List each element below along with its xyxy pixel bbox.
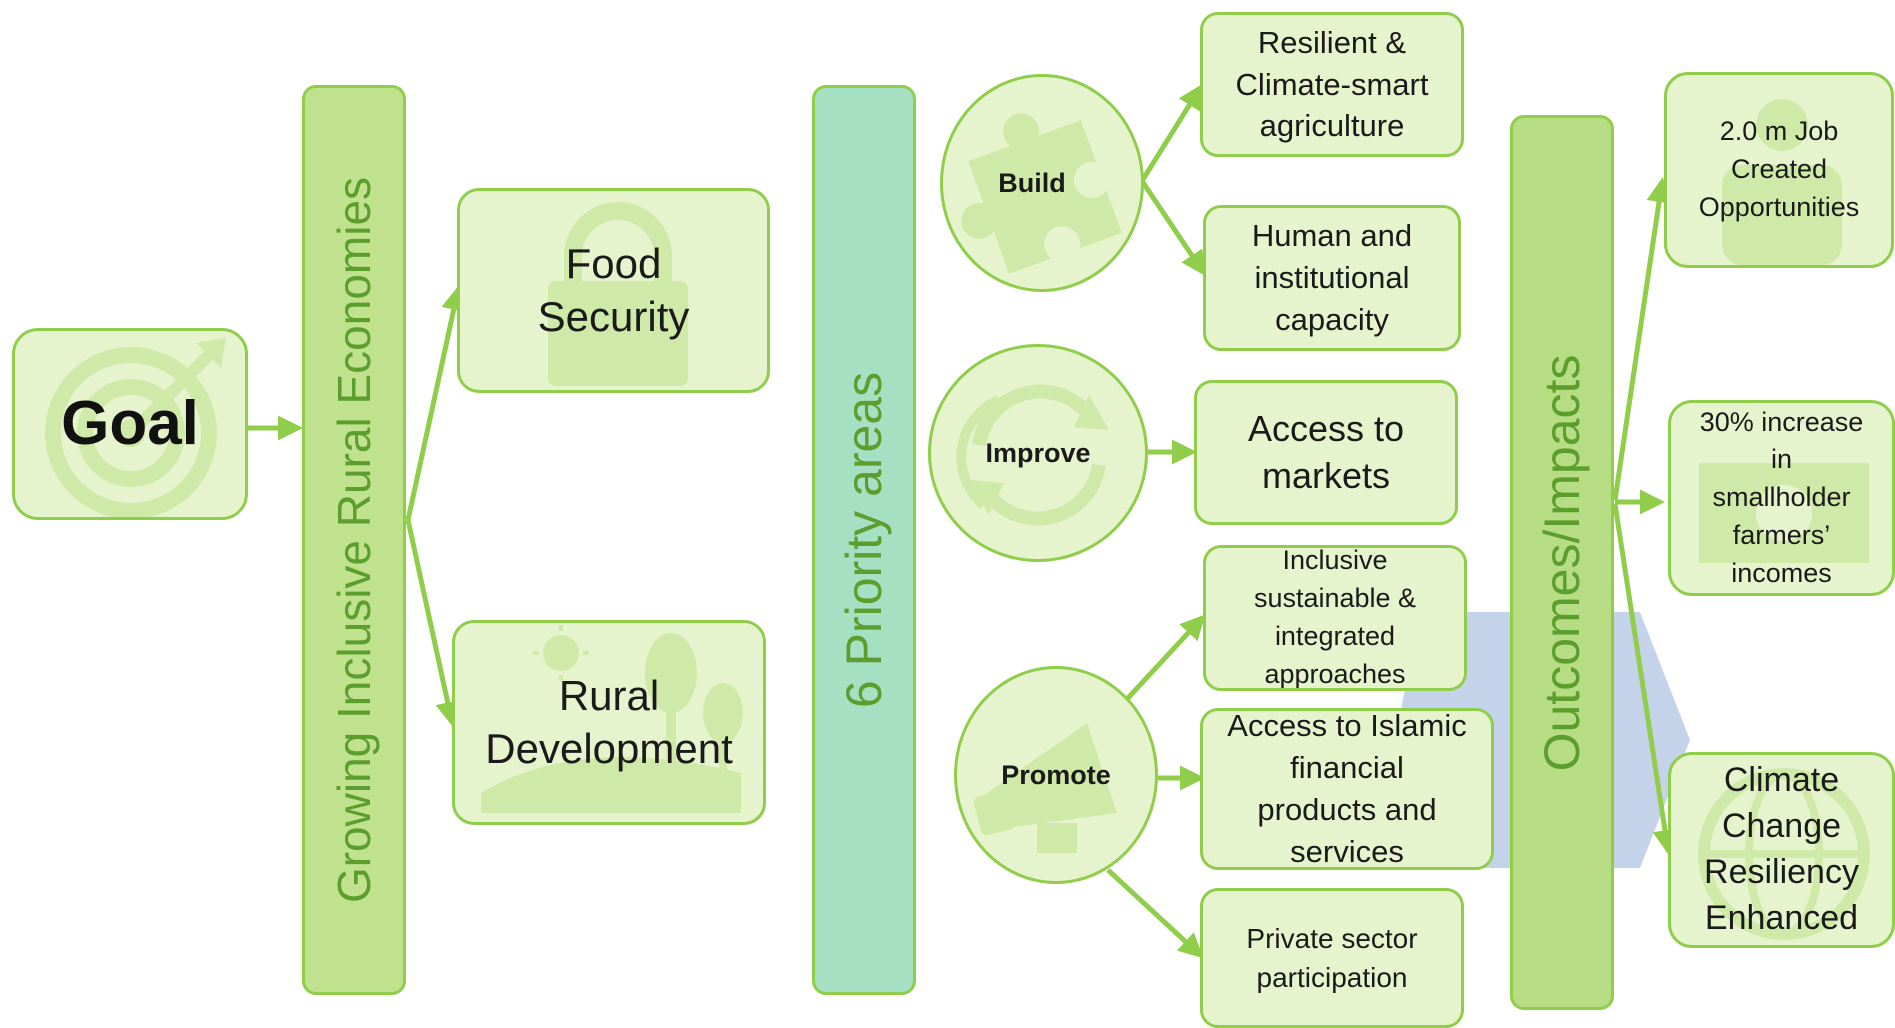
markets-line1: Access to bbox=[1247, 407, 1405, 449]
rural-development-line2: Development bbox=[485, 724, 733, 772]
human-line1: Human and bbox=[1251, 218, 1413, 254]
build-circle: Build bbox=[940, 74, 1144, 292]
improve-label: Improve bbox=[985, 437, 1091, 468]
puzzle-icon bbox=[961, 113, 1122, 274]
inclusive-line2: sustainable & bbox=[1253, 583, 1417, 614]
people-icon bbox=[1722, 99, 1842, 265]
jobs-line1: 2.0 m Job bbox=[1719, 116, 1839, 147]
outcomes-impacts-label: Outcomes/Impacts bbox=[1534, 354, 1590, 771]
rural-development-box: Rural Development bbox=[452, 620, 766, 825]
climate-line3: Resiliency bbox=[1704, 853, 1859, 891]
arrow-outcomes-to-jobs bbox=[1612, 177, 1672, 501]
climate-outcome-box: Climate Change Resiliency Enhanced bbox=[1668, 752, 1895, 948]
private-sector-box: Private sector participation bbox=[1200, 888, 1464, 1028]
income-line2: in bbox=[1770, 444, 1792, 475]
build-label: Build bbox=[998, 167, 1066, 198]
private-line1: Private sector bbox=[1246, 922, 1418, 954]
islamic-line3: products and bbox=[1257, 792, 1437, 827]
private-line2: participation bbox=[1256, 962, 1408, 993]
megaphone-icon bbox=[973, 723, 1117, 853]
arrow-growing-to-food bbox=[405, 285, 466, 521]
target-icon bbox=[45, 338, 226, 517]
promote-circle: Promote bbox=[954, 666, 1158, 884]
padlock-icon bbox=[548, 202, 688, 386]
priority-areas-label: 6 Priority areas bbox=[836, 371, 892, 709]
resilient-line1: Resilient & bbox=[1257, 24, 1407, 60]
jobs-line3: Opportunities bbox=[1698, 191, 1860, 222]
human-line3: capacity bbox=[1275, 301, 1389, 337]
human-capacity-box: Human and institutional capacity bbox=[1203, 205, 1461, 351]
arrow-growing-to-rural bbox=[405, 519, 460, 727]
resilient-agriculture-box: Resilient & Climate-smart agriculture bbox=[1200, 12, 1464, 157]
growing-economies-label: Growing Inclusive Rural Economies bbox=[328, 176, 380, 904]
climate-line2: Change bbox=[1721, 807, 1842, 846]
islamic-line1: Access to Islamic bbox=[1227, 708, 1467, 744]
arrow-promote-to-private bbox=[1106, 868, 1204, 959]
rural-development-line1: Rural bbox=[558, 672, 660, 719]
income-line5: incomes bbox=[1731, 557, 1832, 588]
outcomes-impacts-bar: Outcomes/Impacts bbox=[1510, 115, 1614, 1010]
income-line3: smallholder bbox=[1712, 482, 1851, 513]
inclusive-line3: integrated bbox=[1274, 621, 1396, 651]
arrow-outcomes-to-climate bbox=[1612, 503, 1678, 855]
goal-label: Goal bbox=[61, 389, 199, 459]
climate-line1: Climate bbox=[1723, 761, 1840, 800]
improve-circle: Improve bbox=[928, 344, 1148, 562]
globe-icon bbox=[1698, 768, 1870, 940]
islamic-line2: financial bbox=[1290, 750, 1404, 786]
income-line4: farmers’ bbox=[1732, 519, 1831, 550]
money-icon bbox=[1699, 463, 1869, 563]
access-markets-box: Access to markets bbox=[1194, 380, 1458, 525]
resilient-line2: Climate-smart bbox=[1235, 66, 1429, 102]
climate-line4: Enhanced bbox=[1704, 898, 1859, 937]
islamic-finance-box: Access to Islamic financial products and… bbox=[1200, 708, 1494, 870]
arrow-build-to-human bbox=[1139, 179, 1206, 277]
inclusive-line4: approaches bbox=[1264, 658, 1406, 689]
resilient-line3: agriculture bbox=[1259, 108, 1405, 144]
income-line1: 30% increase bbox=[1699, 406, 1864, 437]
promote-label: Promote bbox=[1001, 759, 1111, 790]
arrow-promote-to-inclusive bbox=[1126, 614, 1206, 700]
food-security-line1: Food bbox=[565, 240, 662, 287]
arrow-build-to-resilient bbox=[1139, 83, 1203, 183]
cycle-arrows-icon bbox=[956, 384, 1109, 526]
priority-areas-bar: 6 Priority areas bbox=[812, 85, 916, 995]
inclusive-line1: Inclusive bbox=[1282, 545, 1388, 576]
markets-line2: markets bbox=[1261, 454, 1391, 496]
food-security-box: Food Security bbox=[457, 188, 770, 393]
income-outcome-box: 30% increase in smallholder farmers’ inc… bbox=[1668, 400, 1895, 596]
landscape-icon bbox=[481, 625, 743, 813]
jobs-outcome-box: 2.0 m Job Created Opportunities bbox=[1664, 72, 1894, 268]
jobs-line2: Created bbox=[1730, 154, 1828, 185]
islamic-line4: services bbox=[1290, 833, 1404, 869]
food-security-line2: Security bbox=[537, 292, 690, 340]
human-line2: institutional bbox=[1254, 260, 1410, 296]
inclusive-approaches-box: Inclusive sustainable & integrated appro… bbox=[1203, 545, 1467, 691]
growing-economies-bar: Growing Inclusive Rural Economies bbox=[302, 85, 406, 995]
goal-box: Goal bbox=[12, 328, 248, 520]
